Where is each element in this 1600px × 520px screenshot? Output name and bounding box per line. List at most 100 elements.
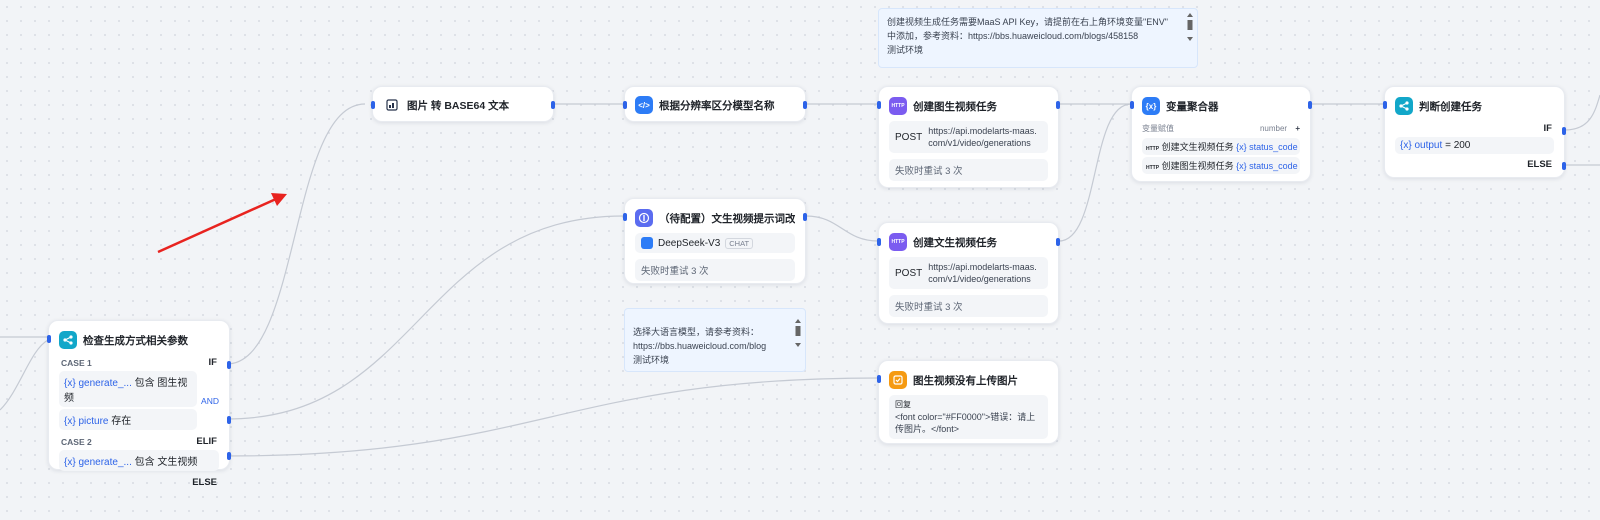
node-image-to-base64[interactable]: 图片 转 BASE64 文本 [371,86,555,122]
model-name: DeepSeek-V3 [658,237,721,249]
input-handle[interactable] [877,375,881,383]
case2-label: CASE 2 [61,436,92,447]
request-url-line1: https://api.modelarts-maas. [928,262,1037,272]
node-variable-aggregator[interactable]: {x} 变量聚合器 变量赋值 number + HTTP 创建文生视频任务 {x… [1130,86,1312,182]
image-code-icon [383,96,401,114]
edge-in-left-bottom [0,339,49,411]
output-handle[interactable] [1056,238,1060,246]
if-handle[interactable] [1562,127,1566,135]
node-create-text-video[interactable]: HTTP 创建文生视频任务 POST https://api.modelarts… [877,222,1060,324]
logic-operator[interactable]: AND [201,395,219,406]
input-handle[interactable] [623,101,627,109]
reply-line1: <font color="#FF0000">错误：请上 [895,412,1036,422]
edge-judge-if-out [1564,94,1600,131]
note-middle-line3: 测试环境 [633,355,670,365]
retry-info: 失败时重试 3 次 [889,295,1048,317]
output-handle[interactable] [803,213,807,221]
edge-prompt-to-textvideo [805,215,879,242]
input-handle[interactable] [47,335,51,343]
node-check-params[interactable]: 检查生成方式相关参数 CASE 1 IF {x} generate_... 包含… [47,320,231,488]
input-handle[interactable] [1130,101,1134,109]
node-prompt-rewrite[interactable]: （待配置）文生视频提示词改写 DeepSeek-V3 CHAT 失败时重试 3 … [623,198,807,284]
condition-variable: output [1414,140,1443,151]
http-method: POST [895,131,923,143]
node-title: 检查生成方式相关参数 [83,334,188,347]
retry-info: 失败时重试 3 次 [889,159,1048,181]
node-title: 创建图生视频任务 [913,100,997,113]
condition-row[interactable]: {x} generate_... 包含 文生视频 [59,450,219,471]
node-no-image-reply[interactable]: 图生视频没有上传图片 回复 <font color="#FF0000">错误：请… [877,360,1059,444]
note-scrollbar[interactable] [795,319,801,347]
note-top-line2: 中添加，参考资料：https://bbs.huaweicloud.com/blo… [887,31,1139,41]
edge-else-to-noimage [226,377,879,457]
add-icon[interactable]: + [1295,124,1300,133]
input-handle[interactable] [623,213,627,221]
input-handle[interactable] [1383,101,1387,109]
branch-icon [1395,97,1413,115]
condition-variable: generate_... [78,457,132,468]
output-handle[interactable] [803,101,807,109]
http-icon: HTTP [1146,165,1160,171]
http-icon: HTTP [889,233,907,251]
variable-icon: {x} [1400,140,1412,151]
note-top[interactable]: 创建视频生成任务需要MaaS API Key，请提前在右上角环境变量"ENV" … [878,8,1198,68]
else-handle[interactable] [1562,162,1566,170]
variable-icon: {x} [64,378,76,389]
elif-handle[interactable] [227,416,231,424]
output-handle[interactable] [551,101,555,109]
source-variable: status_code [1249,142,1298,152]
node-title: 图片 转 BASE64 文本 [407,99,510,112]
output-handle[interactable] [1056,101,1060,109]
case2-branch-label: ELIF [196,436,217,447]
request-info: POST https://api.modelarts-maas. com/v1/… [889,257,1048,289]
condition-operator: 包含 [134,378,155,389]
edge-textvideo-to-agg [1058,103,1132,242]
note-middle[interactable]: 选择大语言模型，请参考资料： https://bbs.huaweicloud.c… [624,308,806,372]
if-branch-label: IF [1543,123,1552,134]
node-resolution-model[interactable]: </> 根据分辨率区分模型名称 [623,86,807,122]
node-judge-task[interactable]: 判断创建任务 IF {x} output = 200 ELSE [1383,86,1566,178]
http-icon: HTTP [889,97,907,115]
reply-line2: 传图片。</font> [895,424,960,434]
input-handle[interactable] [877,101,881,109]
condition-row[interactable]: {x} picture 存在 [59,409,198,430]
annotation-red-arrow [157,193,287,254]
code-icon: </> [635,96,653,114]
node-title: 根据分辨率区分模型名称 [659,99,775,112]
deepseek-icon [641,237,653,249]
condition-value: 200 [1453,140,1471,151]
else-handle[interactable] [227,452,231,460]
condition-variable: picture [78,416,109,427]
request-url-line2: com/v1/video/generations [928,138,1031,148]
reply-content: 回复 <font color="#FF0000">错误：请上 传图片。</fon… [889,395,1048,439]
model-selector[interactable]: DeepSeek-V3 CHAT [635,233,795,253]
variable-icon: {x} [1142,97,1160,115]
condition-operator: 包含 [134,457,155,468]
input-handle[interactable] [371,101,375,109]
else-branch-label: ELSE [1527,159,1552,170]
source-variable: status_code [1249,161,1298,171]
aggregator-row[interactable]: HTTP 创建图生视频任务 {x} status_code [1142,157,1300,174]
aggregator-row[interactable]: HTTP 创建文生视频任务 {x} status_code [1142,138,1300,155]
reply-label: 回复 [895,400,911,409]
note-middle-line2: https://bbs.huaweicloud.com/blog [633,341,767,351]
condition-row[interactable]: {x} generate_... 包含 图生视频 [59,371,198,407]
note-top-line1: 创建视频生成任务需要MaaS API Key，请提前在右上角环境变量"ENV" [887,17,1168,27]
node-create-image-video[interactable]: HTTP 创建图生视频任务 POST https://api.modelarts… [877,86,1060,188]
input-handle[interactable] [877,238,881,246]
if-handle[interactable] [227,361,231,369]
node-title: 图生视频没有上传图片 [913,374,1018,387]
variable-icon: {x} [1236,161,1247,171]
http-method: POST [895,267,923,279]
note-scrollbar[interactable] [1187,13,1193,41]
assign-label: 变量赋值 [1142,124,1174,133]
output-handle[interactable] [1308,101,1312,109]
case1-branch-label: IF [208,357,217,368]
source-node-name: 创建文生视频任务 [1161,142,1234,152]
else-branch-label: ELSE [192,477,217,488]
condition-row[interactable]: {x} output = 200 [1395,137,1554,154]
note-top-line3: 测试环境 [887,45,924,55]
source-node-name: 创建图生视频任务 [1161,161,1234,171]
edge-elif-to-prompt [226,215,625,420]
